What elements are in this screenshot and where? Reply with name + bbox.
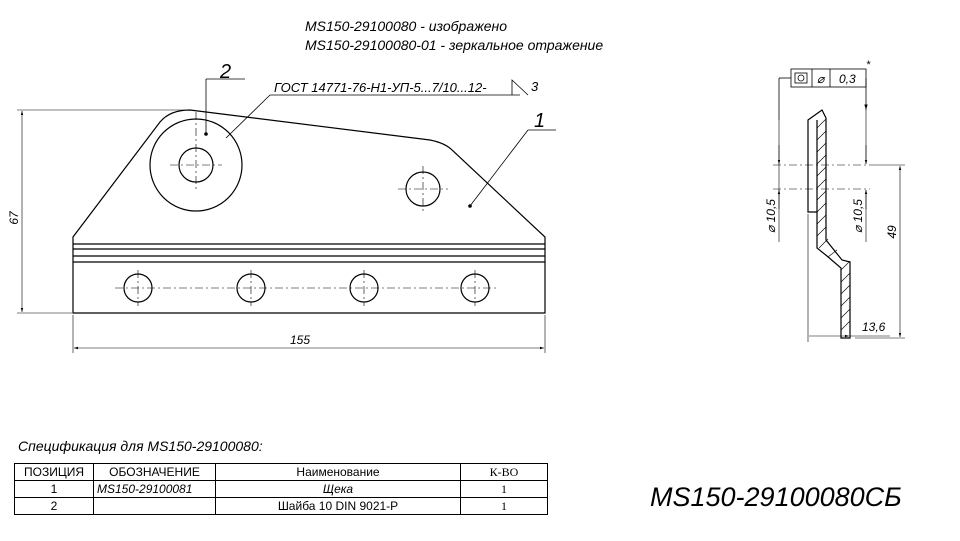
spec-header-position: ПОЗИЦИЯ: [14, 463, 94, 481]
tolerance-note-mark: *: [866, 59, 871, 71]
spec-header-designation: ОБОЗНАЧЕНИЕ: [93, 463, 216, 481]
drawing-note-line-2: MS150-29100080-01 - зеркальное отражение: [305, 37, 604, 53]
dimension-49-value: 49: [885, 225, 899, 239]
callout-1-label: 1: [534, 110, 545, 132]
spec-cell-name: Шайба 10 DIN 9021-Р: [215, 497, 461, 515]
dimension-length: [72, 315, 546, 353]
dimension-13-6: [807, 214, 890, 342]
dimension-13-6-value: 13,6: [862, 320, 886, 334]
spec-cell-designation: [93, 497, 216, 515]
side-view-profile: [807, 109, 851, 339]
spec-cell-quantity: 1: [460, 497, 548, 515]
side-view-center-lines: [773, 164, 870, 190]
callout-1-dot: [468, 204, 472, 208]
dimension-49: [855, 164, 905, 339]
spec-table: ПОЗИЦИЯ ОБОЗНАЧЕНИЕ Наименование К-ВО 1 …: [14, 463, 548, 515]
drawing-number: MS150-29100080СБ: [650, 482, 902, 512]
callout-1-leader: [469, 129, 556, 207]
table-row: 2 Шайба 10 DIN 9021-Р 1: [14, 497, 548, 515]
spec-cell-name: Щека: [215, 480, 461, 498]
tolerance-symbol: ⌀: [817, 72, 826, 86]
callout-2-dot: [204, 132, 208, 136]
spec-header-quantity: К-ВО: [460, 463, 548, 481]
drawing-note-line-1: MS150-29100080 - изображено: [305, 18, 508, 34]
tolerance-frame: [778, 68, 868, 120]
washer-center-lines: [170, 112, 222, 192]
tolerance-value: 0,3: [839, 72, 856, 86]
dimension-height: [17, 109, 186, 314]
dimension-height-value: 67: [7, 210, 21, 225]
spec-cell-position: 2: [14, 497, 94, 515]
weld-note: ГОСТ 14771-76-Н1-УП-5...7/10...12-: [274, 80, 487, 95]
upper-hole: [398, 166, 448, 212]
spec-title: Спецификация для MS150-29100080:: [18, 438, 263, 454]
table-row: 1 MS150-29100081 Щека 1: [14, 480, 548, 498]
weld-symbol-icon: [511, 79, 529, 96]
spec-header-row: ПОЗИЦИЯ ОБОЗНАЧЕНИЕ Наименование К-ВО: [14, 463, 548, 481]
callout-2-leader: [205, 78, 520, 139]
spec-cell-position: 1: [14, 480, 94, 498]
spec-cell-designation: MS150-29100081: [93, 480, 216, 498]
plate-outline: [72, 109, 546, 314]
hole-row: [115, 270, 498, 306]
dimension-hole-right-value: ⌀ 10,5: [851, 199, 865, 233]
side-view-hatch: [816, 118, 851, 331]
weld-leg-size: 3: [531, 79, 539, 94]
callout-2-label: 2: [219, 61, 231, 83]
dimension-length-value: 155: [290, 333, 310, 347]
spec-header-name: Наименование: [215, 463, 461, 481]
dimension-hole-left-value: ⌀ 10,5: [764, 199, 778, 233]
spec-cell-quantity: 1: [460, 480, 548, 498]
